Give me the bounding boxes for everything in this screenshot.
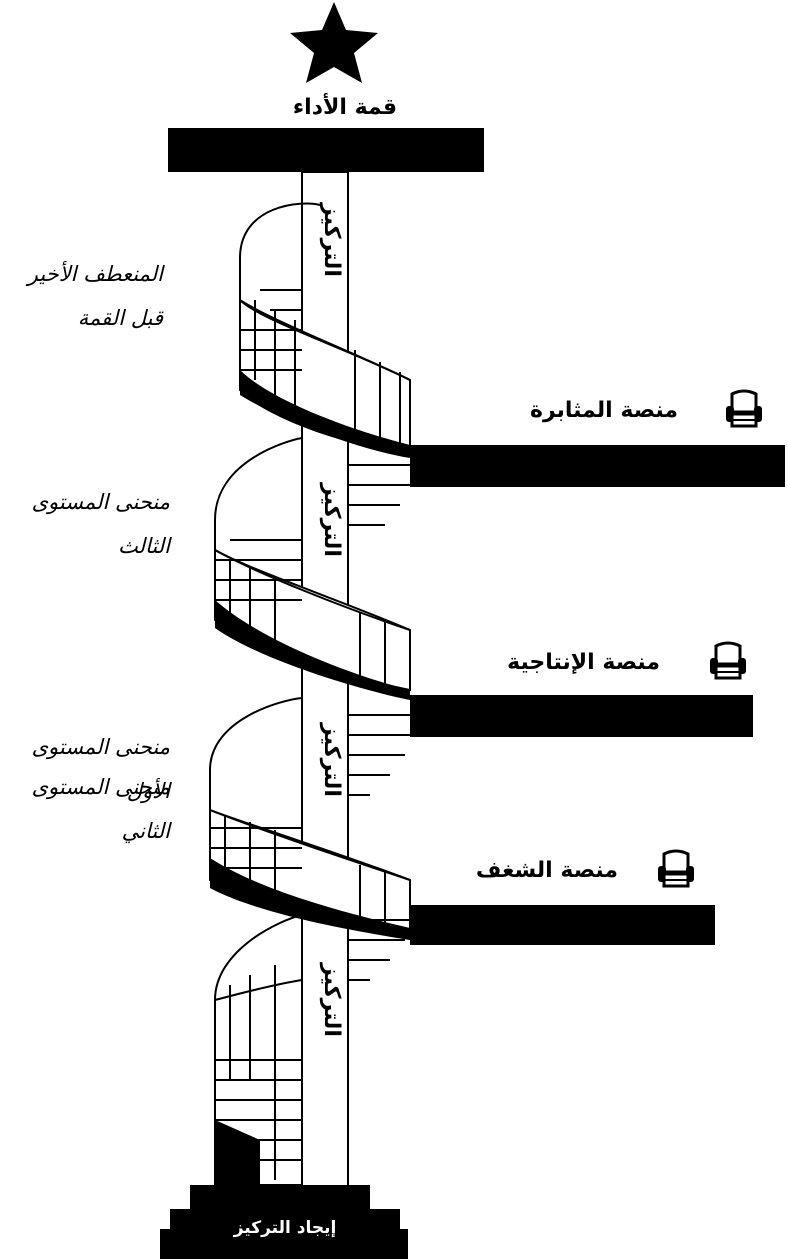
curve-label-third: منحنى المستوى الثالث — [32, 480, 170, 568]
curve-label-final-line1: المنعطف الأخير — [28, 252, 163, 296]
platform-bar-productivity — [410, 695, 753, 737]
peak-slab — [168, 128, 484, 172]
curve-label-second-line2: الثاني — [32, 809, 170, 853]
base-label: إيجاد التركيز — [170, 1218, 400, 1238]
curve-label-level1-line1: منحنى المستوى — [32, 725, 170, 769]
platform-label-passion: منصة الشغف — [476, 858, 618, 883]
star-icon — [290, 2, 378, 83]
curve-label-level1-line2: الأول — [32, 769, 170, 813]
focus-column-label: التركيز — [319, 202, 344, 277]
platform-label-perseverance: منصة المثابرة — [530, 398, 678, 423]
platform-bar-passion — [410, 905, 715, 945]
curve-label-level1: منحنى المستوى الأول — [32, 725, 170, 813]
armchair-icon — [722, 388, 766, 432]
curve-label-final-line2: قبل القمة — [28, 296, 163, 340]
platform-label-productivity: منصة الإنتاجية — [507, 650, 660, 675]
base-step-top — [190, 1185, 370, 1209]
armchair-icon — [654, 848, 698, 892]
armchair-icon — [706, 640, 750, 684]
curve-label-final: المنعطف الأخير قبل القمة — [28, 252, 163, 340]
peak-title: قمة الأداء — [270, 95, 420, 120]
curve-label-third-line2: الثالث — [32, 524, 170, 568]
focus-column-label: التركيز — [319, 962, 344, 1037]
curve-label-third-line1: منحنى المستوى — [32, 480, 170, 524]
focus-column — [302, 172, 348, 1212]
focus-column-label: التركيز — [319, 722, 344, 797]
focus-column-label: التركيز — [319, 482, 344, 557]
platform-bar-perseverance — [410, 445, 785, 487]
